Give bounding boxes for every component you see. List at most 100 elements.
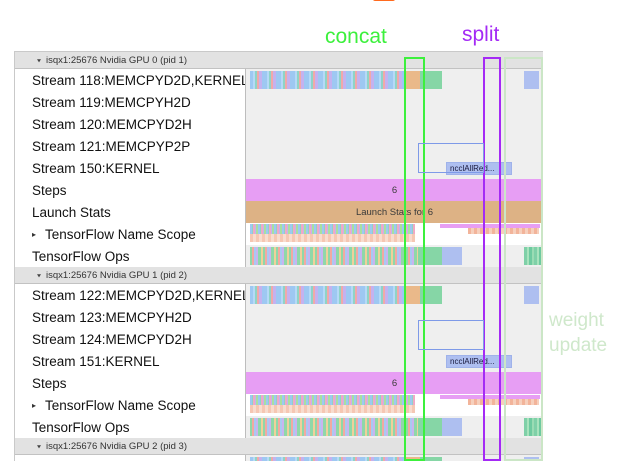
- chevron-right-icon[interactable]: ▸: [32, 229, 37, 239]
- ops-band[interactable]: [418, 247, 442, 265]
- activity-band[interactable]: [420, 71, 442, 89]
- timeline-row[interactable]: Stream 118:MEMCPYD2D,KERNEL,ME: [15, 69, 543, 91]
- steps-bar[interactable]: [246, 372, 543, 394]
- activity-band[interactable]: [250, 286, 406, 304]
- row-label-tensorflow-ops[interactable]: TensorFlow Ops: [15, 245, 246, 267]
- timeline-row[interactable]: TensorFlow Ops: [15, 245, 543, 267]
- row-track[interactable]: [246, 284, 543, 306]
- activity-band[interactable]: [524, 457, 539, 461]
- name-scope-band[interactable]: [250, 405, 415, 413]
- row-track[interactable]: [246, 455, 543, 461]
- name-scope-band[interactable]: [440, 224, 540, 228]
- row-label-stream-150-kernel[interactable]: Stream 150:KERNEL: [15, 157, 246, 179]
- ops-band[interactable]: [442, 247, 462, 265]
- row-track[interactable]: [246, 306, 543, 328]
- activity-band[interactable]: [406, 71, 420, 89]
- row-track[interactable]: [246, 113, 543, 135]
- row-label-tensorflow-ops[interactable]: TensorFlow Ops: [15, 416, 246, 438]
- ops-band[interactable]: [250, 247, 418, 265]
- activity-band[interactable]: [250, 457, 406, 461]
- timeline-row[interactable]: Stream 151:KERNEL ncclAllRed...: [15, 350, 543, 372]
- activity-band[interactable]: [406, 286, 420, 304]
- row-label-stream-124-memcpyd2h[interactable]: Stream 124:MEMCPYD2H: [15, 328, 246, 350]
- row-label-steps[interactable]: Steps: [15, 372, 246, 394]
- row-track[interactable]: ncclAllRed...: [246, 157, 543, 179]
- timeline-row[interactable]: Stream 122:MEMCPYD2D,KERNEL,MI: [15, 284, 543, 306]
- activity-band[interactable]: [420, 457, 442, 461]
- row-track[interactable]: [246, 223, 543, 245]
- timeline-row[interactable]: Stream 119:MEMCPYH2D: [15, 91, 543, 113]
- ops-band[interactable]: [524, 418, 543, 436]
- row-track[interactable]: [246, 328, 543, 350]
- nccl-allreduce-bar[interactable]: ncclAllRed...: [446, 162, 512, 175]
- row-label-tensorflow-name-scope[interactable]: ▸ TensorFlow Name Scope: [15, 223, 246, 245]
- trace-timeline-panel[interactable]: ▾ isqx1:25676 Nvidia GPU 0 (pid 1) Stream …: [14, 51, 543, 461]
- activity-band[interactable]: [420, 286, 442, 304]
- name-scope-band[interactable]: [468, 399, 539, 405]
- activity-band[interactable]: [524, 71, 539, 89]
- timeline-row[interactable]: Stream 126:MEMCPYD2D,KERNEL,MI: [15, 455, 543, 461]
- activity-band[interactable]: [541, 286, 543, 304]
- group-header-label: isqx1:25676 Nvidia GPU 0 (pid 1): [46, 54, 188, 66]
- activity-band[interactable]: [250, 71, 406, 89]
- annotation-weight-update: weight update: [549, 308, 607, 358]
- timeline-row[interactable]: Stream 150:KERNEL ncclAllRed...: [15, 157, 543, 179]
- row-label-steps[interactable]: Steps: [15, 179, 246, 201]
- row-label-text: TensorFlow Name Scope: [45, 397, 196, 413]
- row-track[interactable]: ncclAllRed...: [246, 350, 543, 372]
- row-label-stream-119-memcpyh2d[interactable]: Stream 119:MEMCPYH2D: [15, 91, 246, 113]
- chevron-down-icon[interactable]: ▾: [37, 442, 42, 450]
- chevron-right-icon[interactable]: ▸: [32, 400, 37, 410]
- timeline-row[interactable]: Stream 121:MEMCPYP2P: [15, 135, 543, 157]
- timeline-row[interactable]: TensorFlow Ops: [15, 416, 543, 438]
- row-label-stream-121-memcpyp2p[interactable]: Stream 121:MEMCPYP2P: [15, 135, 246, 157]
- name-scope-band[interactable]: [250, 224, 415, 234]
- name-scope-band[interactable]: [250, 234, 415, 242]
- name-scope-band[interactable]: [468, 228, 539, 234]
- row-track[interactable]: [246, 69, 543, 91]
- launch-stats-bar[interactable]: [246, 201, 543, 223]
- row-label-stream-151-kernel[interactable]: Stream 151:KERNEL: [15, 350, 246, 372]
- activity-band[interactable]: [541, 71, 543, 89]
- timeline-row[interactable]: Stream 123:MEMCPYH2D: [15, 306, 543, 328]
- row-track[interactable]: [246, 245, 543, 267]
- row-label-tensorflow-name-scope[interactable]: ▸ TensorFlow Name Scope: [15, 394, 246, 416]
- row-label-stream-122-memcpyd2d-kernel-mi[interactable]: Stream 122:MEMCPYD2D,KERNEL,MI: [15, 284, 246, 306]
- row-track[interactable]: 6: [246, 179, 543, 201]
- timeline-row[interactable]: ▸ TensorFlow Name Scope: [15, 394, 543, 416]
- group-header-gpu1[interactable]: ▾isqx1:25676 Nvidia GPU 1 (pid 2): [15, 267, 543, 284]
- group-header-gpu0[interactable]: ▾ isqx1:25676 Nvidia GPU 0 (pid 1): [15, 52, 543, 69]
- row-label-stream-126-memcpyd2d-kernel-mi[interactable]: Stream 126:MEMCPYD2D,KERNEL,MI: [15, 455, 246, 461]
- ops-band[interactable]: [250, 418, 418, 436]
- row-track[interactable]: [246, 135, 543, 157]
- row-track[interactable]: [246, 394, 543, 416]
- steps-bar[interactable]: [246, 179, 543, 201]
- activity-band[interactable]: [406, 457, 420, 461]
- row-track[interactable]: 6: [246, 372, 543, 394]
- ops-band[interactable]: [442, 418, 462, 436]
- activity-band[interactable]: [524, 286, 539, 304]
- group-header-gpu2[interactable]: ▾isqx1:25676 Nvidia GPU 2 (pid 3): [15, 438, 543, 455]
- chevron-down-icon[interactable]: ▾: [37, 56, 42, 64]
- row-label-text: TensorFlow Name Scope: [45, 226, 196, 242]
- row-label-stream-120-memcpyd2h[interactable]: Stream 120:MEMCPYD2H: [15, 113, 246, 135]
- activity-band[interactable]: [541, 457, 543, 461]
- ops-band[interactable]: [418, 418, 442, 436]
- chevron-down-icon[interactable]: ▾: [37, 271, 42, 279]
- row-label-stream-123-memcpyh2d[interactable]: Stream 123:MEMCPYH2D: [15, 306, 246, 328]
- row-track[interactable]: [246, 91, 543, 113]
- nccl-allreduce-bar[interactable]: ncclAllRed...: [446, 355, 512, 368]
- timeline-row[interactable]: Stream 120:MEMCPYD2H: [15, 113, 543, 135]
- row-label-launch-stats[interactable]: Launch Stats: [15, 201, 246, 223]
- row-label-stream-118-memcpyd2d-kernel-me[interactable]: Stream 118:MEMCPYD2D,KERNEL,ME: [15, 69, 246, 91]
- row-track[interactable]: [246, 416, 543, 438]
- row-track[interactable]: Launch Stats for 6: [246, 201, 543, 223]
- name-scope-band[interactable]: [440, 395, 540, 399]
- timeline-row[interactable]: ▸ TensorFlow Name Scope: [15, 223, 543, 245]
- name-scope-band[interactable]: [250, 395, 415, 405]
- timeline-row[interactable]: Stream 124:MEMCPYD2H: [15, 328, 543, 350]
- ops-band[interactable]: [524, 247, 543, 265]
